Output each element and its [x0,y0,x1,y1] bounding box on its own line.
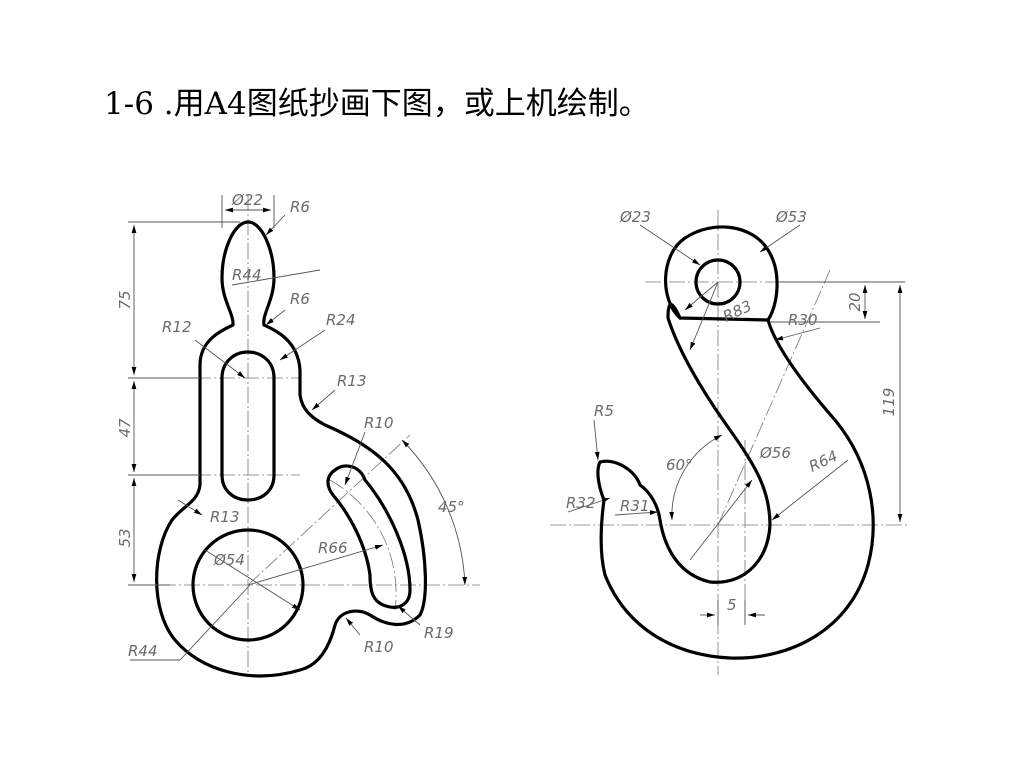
right-eye-outer [663,225,779,322]
dim-r32: R32 [566,494,596,512]
dim-r13-bottom: R13 [210,508,240,526]
dim-r5: R5 [594,402,614,420]
dim-r44-bottom: R44 [128,642,158,660]
left-dimension-lines [128,195,468,661]
dim-d54: Ø54 [213,551,245,569]
left-dimension-labels: Ø22 R6 R44 R6 R12 R24 R13 R10 R13 Ø54 R6… [116,191,465,660]
dim-5: 5 [727,596,737,614]
right-eye-hole-d23 [694,258,742,306]
right-dimension-labels: Ø23 Ø53 R83 R30 20 119 R5 60° Ø56 R64 R3… [566,208,898,614]
right-part-drawing: Ø23 Ø53 R83 R30 20 119 R5 60° Ø56 R64 R3… [550,208,910,675]
dim-r44-top: R44 [232,266,262,284]
dim-d22: Ø22 [231,191,263,209]
dim-r31: R31 [620,497,650,515]
dim-r30: R30 [788,311,818,329]
left-part-drawing: Ø22 R6 R44 R6 R12 R24 R13 R10 R13 Ø54 R6… [116,191,480,678]
left-slot [220,350,276,502]
left-arc-slot [326,464,412,609]
dim-47: 47 [116,418,134,438]
dim-d53: Ø53 [775,208,807,226]
dim-angle-45: 45° [438,498,465,516]
dim-angle-60: 60° [666,456,693,474]
dim-r12: R12 [162,318,192,336]
dim-53: 53 [116,528,134,547]
dim-r66: R66 [318,539,348,557]
left-hole-d54 [191,528,305,642]
dim-r10-top: R10 [364,414,394,432]
left-centerlines [160,195,480,675]
dim-r19: R19 [424,624,454,642]
right-dimension-lines [567,224,905,625]
dim-119: 119 [880,388,898,417]
dim-d23: Ø23 [619,208,651,226]
dim-r6-top: R6 [290,198,310,216]
dim-20: 20 [846,292,864,311]
right-centerlines [550,210,910,675]
dim-75: 75 [116,290,134,309]
dim-r13-top: R13 [337,372,367,390]
dim-r6-neck: R6 [290,290,310,308]
dim-d56: Ø56 [759,444,791,462]
dim-r10-bottom: R10 [364,638,394,656]
page-title: 1-6 .用A4图纸抄画下图，或上机绘制。 [104,86,650,122]
dim-r64: R64 [806,447,840,476]
left-outer-outline [155,220,427,678]
dim-r24: R24 [326,311,356,329]
right-hook-outline [596,302,875,660]
